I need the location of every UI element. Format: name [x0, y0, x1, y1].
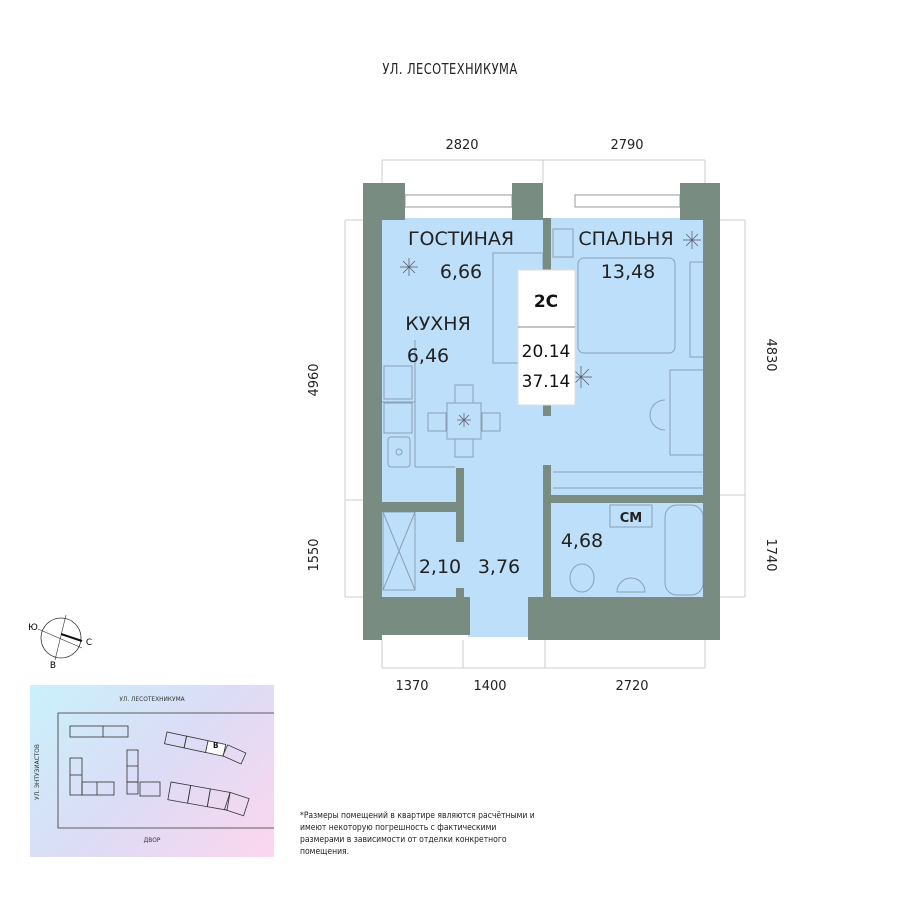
living-area: 20.14	[522, 342, 571, 362]
walls	[363, 183, 720, 640]
site-minimap: УЛ. ЛЕСОТЕХНИКУМА УЛ. ЭНТУЗИАСТОВ ДВОР В	[30, 685, 274, 857]
total-area: 37.14	[522, 372, 571, 392]
street-name-top: УЛ. ЛЕСОТЕХНИКУМА	[382, 60, 518, 78]
dim-bottom-2: 1400	[473, 679, 506, 694]
room-area-kitchen: 6,46	[407, 345, 449, 367]
room-area-hall: 3,76	[478, 556, 520, 578]
dim-left-lower: 1550	[307, 538, 322, 571]
dim-top-left: 2820	[445, 138, 478, 153]
minimap-courtyard: ДВОР	[143, 836, 161, 844]
minimap-street-left: УЛ. ЭНТУЗИАСТОВ	[33, 744, 41, 800]
apartment-type: 2С	[534, 292, 558, 312]
door-opening-fill	[468, 597, 530, 637]
disclaimer-note: *Размеры помещений в квартире являются р…	[300, 811, 535, 857]
room-area-bathroom: 4,68	[561, 530, 603, 552]
compass-north: С	[86, 638, 92, 648]
minimap-section-label: В	[213, 741, 219, 750]
info-box	[517, 269, 576, 406]
dim-left-upper: 4960	[307, 363, 322, 396]
dim-right-upper: 4830	[763, 338, 778, 371]
room-name-living: ГОСТИНАЯ	[408, 228, 514, 250]
compass-south: Ю	[28, 623, 38, 633]
room-name-bedroom: СПАЛЬНЯ	[578, 228, 673, 250]
compass-east: В	[50, 661, 56, 671]
dim-bottom-1: 1370	[395, 679, 428, 694]
bathroom-label: СМ	[620, 511, 642, 526]
dim-top-right: 2790	[610, 138, 643, 153]
minimap-street-top: УЛ. ЛЕСОТЕХНИКУМА	[119, 695, 185, 703]
room-name-kitchen: КУХНЯ	[405, 313, 471, 335]
room-area-bedroom: 13,48	[601, 261, 655, 283]
dim-right-lower: 1740	[763, 538, 778, 571]
room-area-storage: 2,10	[419, 556, 461, 578]
dim-bottom-3: 2720	[615, 679, 648, 694]
dimension-lines	[344, 159, 746, 669]
room-area-living: 6,66	[440, 261, 482, 283]
compass	[37, 614, 83, 661]
plant-icons	[400, 231, 701, 427]
